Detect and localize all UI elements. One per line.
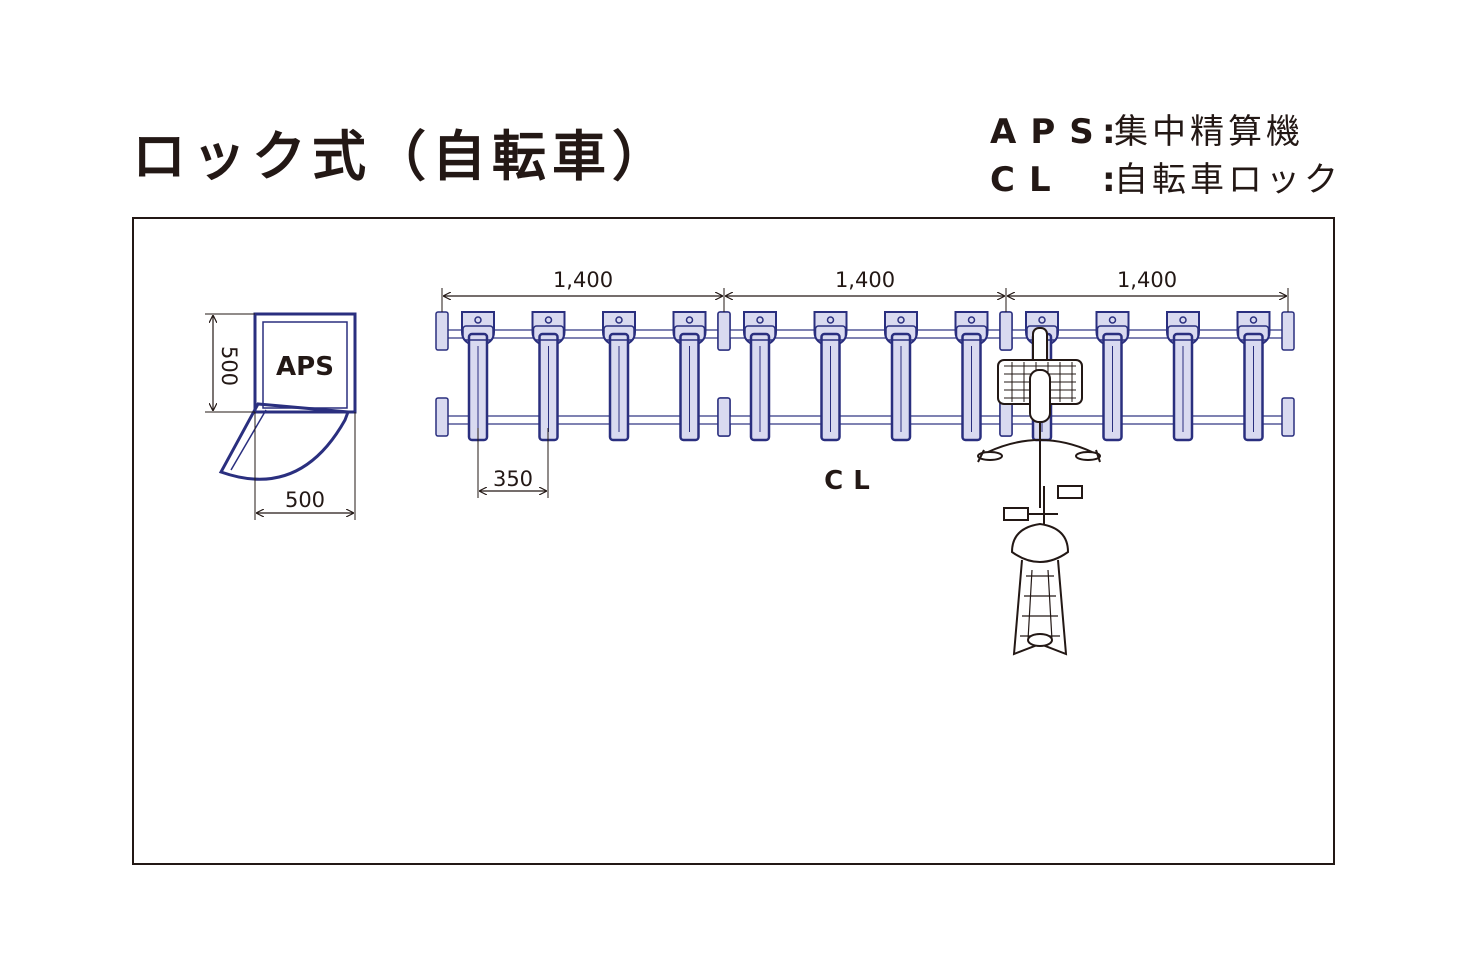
lock-keyhole — [685, 316, 694, 324]
lock-slot — [813, 311, 848, 442]
lock-clamp — [814, 325, 847, 341]
lock-slot — [461, 311, 495, 442]
lock-clamp — [1167, 325, 1199, 341]
rack-section — [717, 311, 1013, 442]
legend-abbr: APS — [990, 112, 1108, 152]
lock-keyhole — [897, 316, 905, 324]
bicycle-illustration — [977, 327, 1101, 656]
lock-slot — [602, 311, 636, 442]
lock-keyhole — [756, 316, 764, 324]
section-dim-label: 1,400 — [553, 268, 613, 292]
aps-depth-dim: 500 — [217, 346, 241, 386]
aps-machine: APS 500 500 — [205, 312, 357, 520]
aps-width-dim: 500 — [285, 488, 325, 512]
legend-row-cl: CL : 自転車ロック — [990, 156, 1342, 204]
section-dimension: 1,400 — [441, 268, 725, 312]
lock-clamp — [1237, 325, 1270, 341]
lock-clamp — [1096, 325, 1129, 341]
rack-post — [435, 311, 449, 351]
legend: APS : 集中精算機 CL : 自転車ロック — [990, 108, 1342, 204]
page-title: ロック式（自転車） — [132, 125, 672, 188]
lock-slot — [954, 311, 989, 442]
aps-body — [253, 312, 357, 414]
aps-door — [218, 402, 351, 481]
lock-clamp — [885, 325, 917, 341]
lock-slot — [531, 311, 566, 442]
lock-keyhole — [1249, 316, 1258, 324]
rack-post — [435, 397, 449, 437]
rack-post — [1281, 397, 1295, 437]
legend-row-aps: APS : 集中精算機 — [990, 108, 1342, 156]
legend-abbr: CL — [990, 160, 1065, 200]
lock-clamp — [462, 325, 494, 341]
legend-desc: 自転車ロック — [1114, 160, 1342, 200]
section-dim-label: 1,400 — [1117, 268, 1177, 292]
lock-keyhole — [1179, 316, 1187, 324]
pitch-dimension: 350 — [477, 428, 549, 498]
lock-keyhole — [474, 316, 482, 324]
legend-sep: : — [1102, 112, 1120, 152]
lock-clamp — [673, 325, 706, 341]
lock-keyhole — [826, 316, 835, 324]
section-dimension: 1,400 — [1005, 268, 1289, 312]
rack-post — [999, 311, 1013, 351]
lock-keyhole — [967, 316, 976, 324]
drawing-frame — [132, 217, 1335, 865]
rack-post — [717, 397, 731, 437]
aps-label: APS — [276, 352, 334, 382]
rack-post — [1281, 311, 1295, 351]
legend-sep: : — [1102, 160, 1120, 200]
lock-slot — [743, 311, 777, 442]
lock-keyhole — [615, 316, 623, 324]
bicycle-rack: 1,400 1,400 1,400 — [435, 268, 1295, 442]
lock-slot — [884, 311, 918, 442]
rack-post — [717, 311, 731, 351]
rack-label: CL — [824, 466, 880, 496]
lock-keyhole — [1038, 316, 1046, 324]
lock-slot — [672, 311, 707, 442]
lock-slot — [1095, 311, 1130, 442]
lock-clamp — [955, 325, 988, 341]
lock-clamp — [532, 325, 565, 341]
lock-keyhole — [544, 316, 553, 324]
lock-slot — [1236, 311, 1271, 442]
lock-slot — [1166, 311, 1200, 442]
rack-section — [435, 311, 731, 442]
section-dimension: 1,400 — [723, 268, 1007, 312]
lock-keyhole — [1108, 316, 1117, 324]
lock-clamp — [603, 325, 635, 341]
lock-clamp — [744, 325, 776, 341]
pitch-dim: 350 — [493, 467, 533, 491]
legend-desc: 集中精算機 — [1114, 112, 1304, 152]
section-dim-label: 1,400 — [835, 268, 895, 292]
